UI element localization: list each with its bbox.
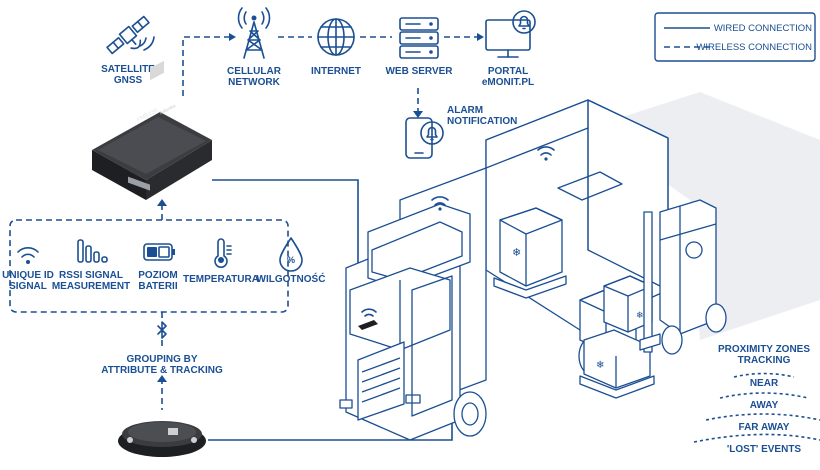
server-icon bbox=[399, 17, 439, 59]
sensor-label: UNIQUE ID bbox=[2, 270, 54, 281]
snowflake-icon: ❄ bbox=[596, 360, 604, 371]
sensor-label: BATERII bbox=[138, 281, 177, 292]
cab-door bbox=[411, 275, 453, 417]
cab-windshield-top bbox=[371, 221, 463, 281]
headlight-right bbox=[405, 394, 421, 404]
forklift-wheel bbox=[705, 303, 727, 333]
refrigerated-box-top bbox=[499, 207, 563, 235]
wifi-icon bbox=[17, 247, 39, 264]
zone-arc-far bbox=[705, 413, 820, 421]
web-server-label: WEB SERVER bbox=[385, 66, 453, 77]
legend-wireless-label: WIRELESS CONNECTION bbox=[696, 42, 812, 53]
sensor-battery: POZIOM BATERII bbox=[138, 243, 178, 292]
forklift bbox=[639, 199, 727, 355]
device-brand: Teltonika bbox=[158, 103, 176, 116]
zone-lost: 'LOST' EVENTS bbox=[727, 444, 802, 455]
zone-far-away: FAR AWAY bbox=[739, 422, 790, 433]
sensor-unique-id: UNIQUE ID SIGNAL bbox=[2, 247, 54, 292]
beacon-device bbox=[118, 421, 206, 457]
cargo-wifi-icon bbox=[537, 146, 555, 161]
cab-wifi-icon bbox=[431, 196, 449, 211]
satellite-label-2: GNSS bbox=[114, 75, 143, 86]
beacon-hole-icon bbox=[191, 437, 197, 443]
arrow-device bbox=[157, 199, 167, 206]
legend-box bbox=[654, 12, 816, 62]
sensor-temperature: TEMPERATURA bbox=[183, 238, 259, 285]
forklift-mast bbox=[643, 211, 653, 353]
grouping-label-1: GROUPING BY bbox=[126, 354, 197, 365]
portal-label-2: eMONIT.PL bbox=[482, 77, 534, 88]
alarm-label-1: ALARM bbox=[447, 105, 483, 116]
zone-near: NEAR bbox=[750, 378, 779, 389]
device-port-icon bbox=[128, 176, 150, 191]
proximity-title-1: PROXIMITY ZONES bbox=[718, 344, 810, 355]
beacon-hole-icon bbox=[127, 437, 133, 443]
legend-wired-label: WIRED CONNECTION bbox=[714, 23, 812, 34]
cab-tracker bbox=[358, 320, 378, 330]
cell-tower-icon bbox=[237, 7, 271, 59]
thermometer-icon bbox=[214, 238, 232, 268]
headlight-left bbox=[339, 399, 353, 409]
device-qr-code-icon bbox=[150, 60, 164, 81]
truck-illustration: ❄ bbox=[339, 99, 669, 441]
box bbox=[583, 329, 651, 389]
sensor-label: SIGNAL bbox=[9, 281, 47, 292]
humidity-icon: % bbox=[279, 237, 303, 272]
phone-alarm-icon bbox=[405, 117, 444, 159]
arrow-cellular bbox=[229, 33, 236, 41]
cargo-opening bbox=[557, 171, 623, 201]
forklift-wheel bbox=[661, 325, 683, 355]
zone-arc-near bbox=[733, 372, 795, 378]
monitor-bell-icon bbox=[485, 10, 536, 58]
alarm-label-2: NOTIFICATION bbox=[447, 116, 517, 127]
legend: WIRED CONNECTION WIRELESS CONNECTION bbox=[654, 12, 816, 62]
pallet-bottom bbox=[579, 375, 655, 399]
sensor-rssi: RSSI SIGNAL MEASUREMENT bbox=[52, 239, 130, 292]
link-device-cellular bbox=[182, 36, 230, 96]
signal-bars-icon bbox=[77, 239, 108, 263]
pallet-boxes: ❄ ❄ bbox=[579, 275, 655, 399]
snowflake-icon: ❄ bbox=[512, 246, 521, 259]
pallet bbox=[493, 275, 567, 299]
zone-away: AWAY bbox=[750, 400, 779, 411]
dash-wifi-icon bbox=[361, 308, 377, 317]
cellular-label-1: CELLULAR bbox=[227, 66, 282, 77]
satellite-icon bbox=[106, 15, 150, 55]
sensor-label: TEMPERATURA bbox=[183, 274, 259, 285]
satellite-label-1: SATELLITE bbox=[101, 64, 155, 75]
sensor-humidity: % WILGOTNOŚĆ bbox=[257, 237, 326, 285]
portal-label-1: PORTAL bbox=[488, 66, 528, 77]
cellular-label-2: NETWORK bbox=[228, 77, 280, 88]
sensor-group-frame bbox=[9, 219, 289, 313]
sensor-label: RSSI SIGNAL bbox=[59, 270, 123, 281]
cab-grille bbox=[357, 341, 405, 421]
zone-arc-away bbox=[719, 392, 809, 399]
sensor-label: POZIOM bbox=[138, 270, 177, 281]
snowflake-icon: ❄ bbox=[636, 311, 644, 321]
sensor-label: WILGOTNOŚĆ bbox=[257, 272, 326, 285]
refrigerated-box bbox=[499, 207, 563, 287]
forklift-fork bbox=[639, 333, 661, 351]
satellite-signal-icon bbox=[139, 36, 155, 51]
grouping-label-2: ATTRIBUTE & TRACKING bbox=[101, 365, 223, 376]
internet-label: INTERNET bbox=[311, 66, 361, 77]
zone-arc-lost bbox=[693, 433, 820, 443]
forklift-driver bbox=[685, 241, 703, 259]
arrow-grouping bbox=[157, 375, 167, 382]
svg-text:%: % bbox=[287, 255, 295, 265]
cab-roof bbox=[367, 203, 471, 289]
sensor-label: MEASUREMENT bbox=[52, 281, 130, 292]
gps-tracker-device: FMB130 Teltonika bbox=[92, 60, 212, 200]
bluetooth-icon bbox=[157, 321, 167, 339]
globe-icon bbox=[317, 18, 355, 56]
beacon-qr-icon bbox=[168, 428, 178, 435]
arrow-alarm bbox=[413, 111, 423, 118]
wheel-front bbox=[453, 391, 487, 437]
proximity-zones: PROXIMITY ZONES TRACKING NEAR AWAY FAR A… bbox=[693, 344, 820, 455]
arrow-portal bbox=[477, 33, 484, 41]
battery-icon bbox=[143, 243, 175, 261]
proximity-title-2: TRACKING bbox=[738, 355, 791, 366]
